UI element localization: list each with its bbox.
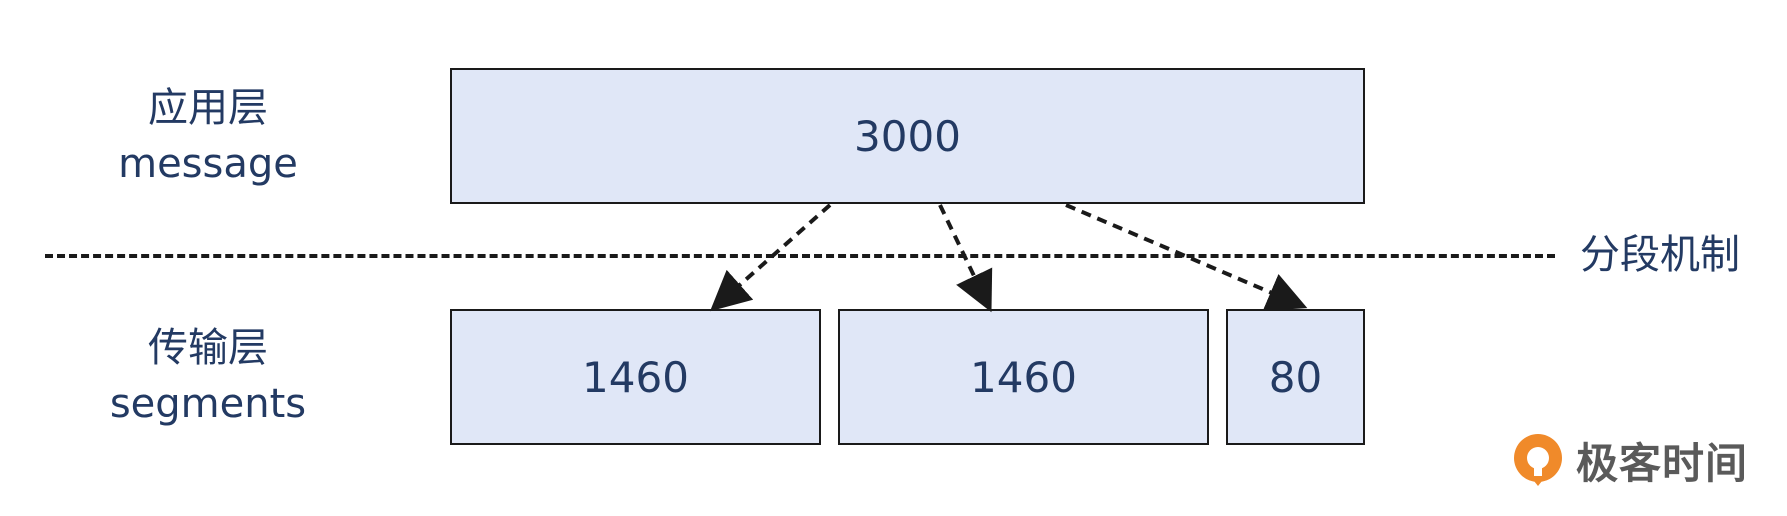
transport-layer-unit: segments xyxy=(109,381,307,427)
transport-layer-label: 传输层 segments xyxy=(88,320,328,432)
geektime-logo: 极客时间 xyxy=(1512,432,1748,488)
application-layer-unit: message xyxy=(118,141,298,187)
transport-layer-name: 传输层 xyxy=(148,325,268,371)
segment-box-2: 1460 xyxy=(838,309,1209,445)
message-box: 3000 xyxy=(450,68,1365,204)
layer-divider xyxy=(45,254,1555,258)
segment-box-1: 1460 xyxy=(450,309,821,445)
segment-box-3: 80 xyxy=(1226,309,1365,445)
segment-size-1: 1460 xyxy=(582,352,689,402)
segment-size-3: 80 xyxy=(1268,352,1323,402)
message-size: 3000 xyxy=(854,111,961,161)
geektime-logo-text: 极客时间 xyxy=(1576,438,1749,488)
geektime-logo-icon xyxy=(1514,434,1562,486)
application-layer-name: 应用层 xyxy=(148,85,268,131)
segment-size-2: 1460 xyxy=(970,352,1077,402)
application-layer-label: 应用层 message xyxy=(88,80,328,192)
segmentation-mechanism-label: 分段机制 xyxy=(1580,232,1740,278)
